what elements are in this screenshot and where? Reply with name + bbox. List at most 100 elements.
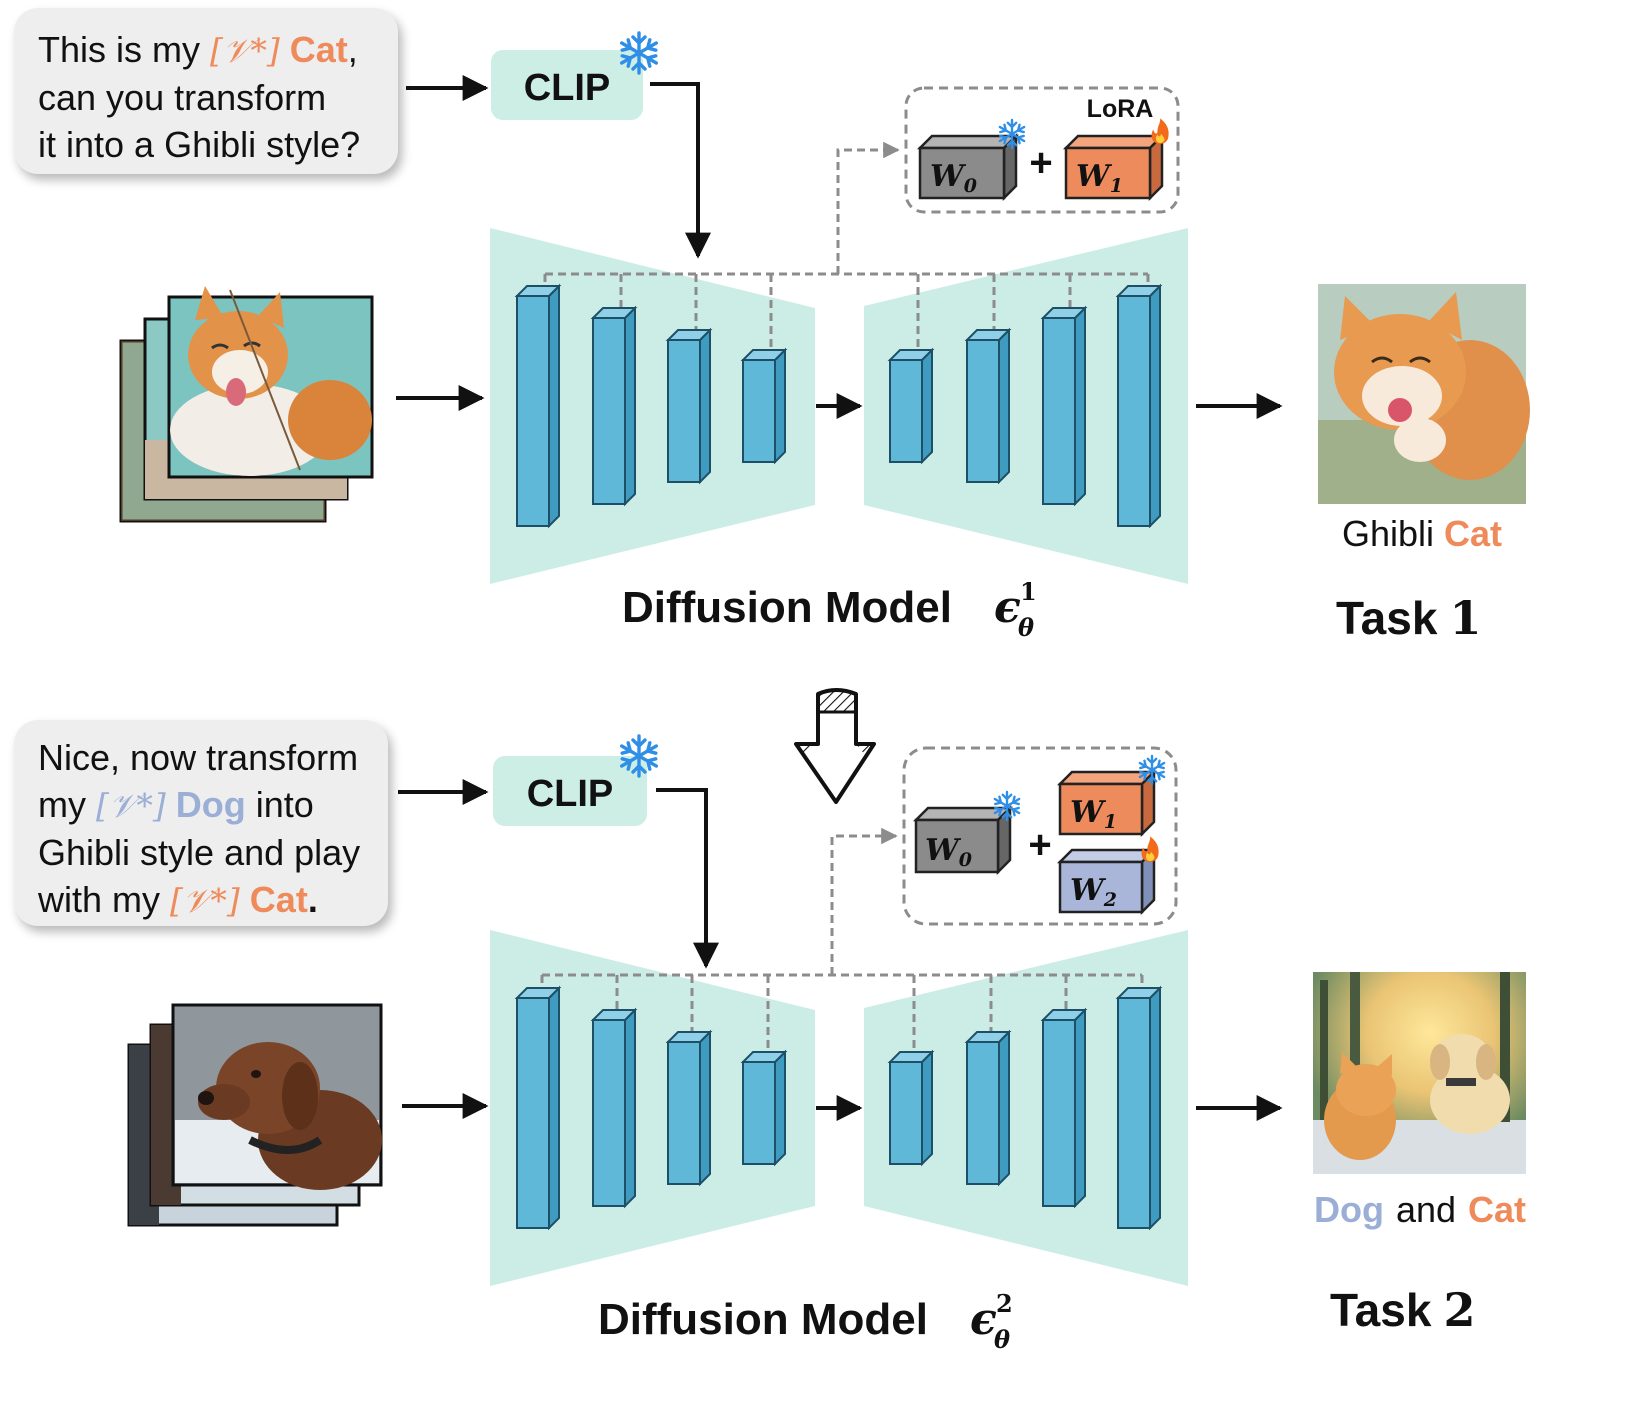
w2-symbol: W <box>1070 873 1107 908</box>
prompt-line-1: This is my [𝒱*] Cat, <box>38 26 398 74</box>
task-number: 2 <box>1443 1283 1475 1337</box>
plus-sign: + <box>1028 823 1051 867</box>
unet-block <box>665 1029 713 1187</box>
hatched-down-arrow-icon <box>794 688 876 804</box>
model-superscript: 1 <box>1020 577 1037 606</box>
epsilon-symbol: ϵ <box>994 582 1021 633</box>
prompt-text: into <box>255 784 314 825</box>
clip-encoder-task2: CLIP <box>493 734 658 826</box>
input-images-cat <box>119 286 374 523</box>
unet-block <box>514 985 562 1231</box>
prompt-line-3: Ghibli style and play <box>38 832 361 873</box>
w1-symbol: W <box>1070 795 1107 830</box>
unet-block <box>740 1049 788 1167</box>
prompt-text: This is my <box>38 29 200 70</box>
cat-photo <box>167 286 374 479</box>
unet-blocks-task1 <box>514 283 1163 529</box>
svg-text:W1: W1 <box>1076 159 1123 197</box>
model-name: Diffusion Model <box>598 1295 928 1344</box>
task-word: Task <box>1336 592 1438 644</box>
weight-w1-cube: W1 <box>1056 754 1166 838</box>
prompt-line-2: my [𝒱*] Dog into <box>38 781 388 829</box>
prompt-line-4: with my [𝒱*] Cat. <box>38 876 388 924</box>
flame-icon <box>1151 118 1169 144</box>
unet-block <box>1115 283 1163 529</box>
caption-subject-dog: Dog <box>1314 1189 1384 1230</box>
svg-text:W0: W0 <box>930 159 977 197</box>
prompt-line-3: it into a Ghibli style? <box>38 124 361 165</box>
caption-text: Ghibli <box>1342 513 1434 554</box>
input-images-dog <box>127 1003 383 1227</box>
unet-block <box>665 327 713 485</box>
unet-blocks-task2 <box>514 985 1163 1231</box>
lora-label: LoRA <box>1087 95 1154 123</box>
unet-block <box>887 1049 935 1167</box>
caption-subject-cat: Cat <box>1468 1189 1526 1230</box>
concept-token: [𝒱*] <box>170 881 240 920</box>
unet-block <box>964 1029 1012 1187</box>
skip-connections-task1 <box>543 141 1150 350</box>
unet-encoder-task1 <box>490 228 815 584</box>
w0-symbol: W <box>925 833 962 868</box>
lora-box-task2: W0 + W1 W2 <box>902 746 1178 926</box>
unet-block <box>514 283 562 529</box>
plus-sign: + <box>1029 141 1052 185</box>
clip-label: CLIP <box>524 67 611 109</box>
prompt-text: my <box>38 784 86 825</box>
model-superscript: 2 <box>996 1289 1013 1318</box>
weight-w0-cube: W0 <box>916 118 1026 202</box>
w0-subscript: 0 <box>964 175 977 197</box>
prompt-line-2: can you transform <box>38 77 327 118</box>
svg-text:W2: W2 <box>1070 873 1117 911</box>
task-word: Task <box>1330 1284 1432 1336</box>
subject-cat: Cat <box>289 29 348 70</box>
unet-block <box>1115 985 1163 1231</box>
snowflake-icon <box>993 790 1021 822</box>
unet-encoder-task2 <box>490 930 815 1286</box>
model-symbol-task1: ϵ 1 θ <box>994 577 1037 642</box>
caption-subject-cat: Cat <box>1444 513 1502 554</box>
task-number: 1 <box>1449 591 1481 645</box>
arrow-clip-to-unet <box>656 788 719 969</box>
unet-block <box>964 327 1012 485</box>
weight-w0-cube: W0 <box>912 790 1021 876</box>
model-subscript: θ <box>994 1325 1010 1354</box>
concept-token: [𝒱*] <box>210 31 280 70</box>
prompt-text: . <box>307 879 318 920</box>
subject-dog: Dog <box>175 784 246 825</box>
output-image-dog-and-cat <box>1313 972 1526 1174</box>
svg-text:W1: W1 <box>1070 795 1117 833</box>
prompt-line-1: Nice, now transform <box>38 737 359 778</box>
clip-encoder-task1: CLIP <box>491 31 658 120</box>
epsilon-symbol: ϵ <box>970 1294 997 1345</box>
unet-decoder-task1 <box>864 228 1188 584</box>
model-symbol-task2: ϵ 2 θ <box>970 1289 1013 1354</box>
model-label-task1: Diffusion Model <box>622 583 952 632</box>
w1-symbol: W <box>1076 159 1113 194</box>
snowflake-icon <box>1138 754 1166 786</box>
unet-block <box>887 347 935 465</box>
model-subscript: θ <box>1018 613 1034 642</box>
task2-section: CLIP W0 + W1 <box>127 734 1526 1354</box>
unet-block <box>1040 305 1088 507</box>
prompt-bubble-task2: Nice, now transform my [𝒱*] Dog into Ghi… <box>14 720 388 926</box>
prompt-text: with my <box>38 879 161 920</box>
unet-block <box>590 1007 638 1209</box>
prompt-text: , <box>347 29 358 70</box>
weight-w2-cube: W2 <box>1056 836 1159 916</box>
model-label-task2: Diffusion Model <box>598 1295 928 1344</box>
lora-box-task1: LoRA W0 + W1 <box>904 86 1180 214</box>
svg-text:W0: W0 <box>925 833 972 871</box>
clip-label: CLIP <box>527 773 614 815</box>
w0-subscript: 0 <box>959 849 972 871</box>
dog-photo <box>171 1003 383 1190</box>
skip-connections-task2 <box>540 827 1144 1052</box>
task1-section: CLIP LoRA W0 + W1 <box>119 31 1530 645</box>
unet-block <box>740 347 788 465</box>
arrow-clip-to-unet <box>650 82 711 259</box>
w2-subscript: 2 <box>1103 889 1117 911</box>
